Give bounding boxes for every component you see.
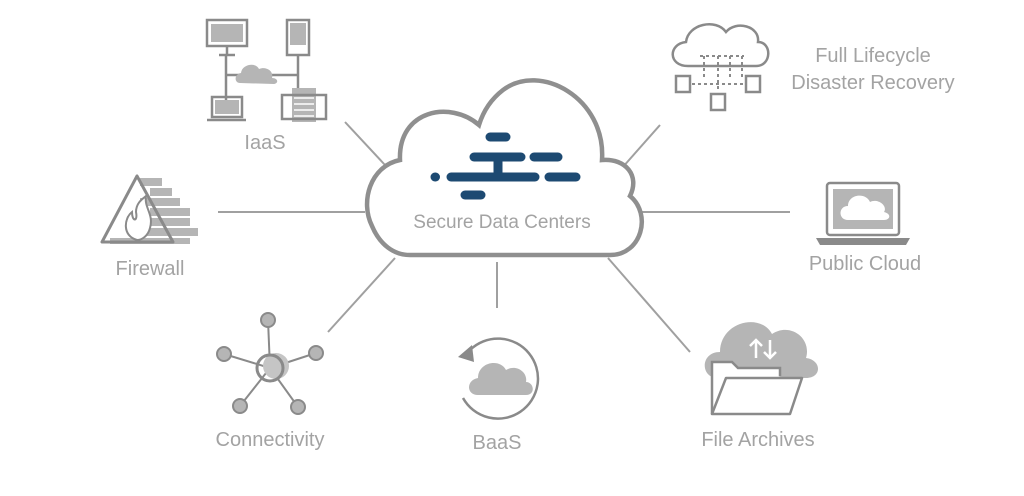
connector-file-archives bbox=[607, 257, 691, 353]
firewall-node: Firewall bbox=[100, 174, 198, 280]
firewall-icon bbox=[100, 174, 198, 244]
center-label: Secure Data Centers bbox=[413, 212, 590, 233]
disaster-recovery-node: Full Lifecycle Disaster Recovery bbox=[671, 23, 955, 112]
network-hub-icon bbox=[216, 312, 324, 415]
connectors bbox=[218, 121, 790, 353]
connector-connectivity bbox=[327, 257, 396, 333]
backup-cloud-icon bbox=[458, 337, 540, 420]
cloud-outline-icon bbox=[364, 78, 645, 258]
connectivity-node: Connectivity bbox=[216, 312, 325, 451]
firewall-label: Firewall bbox=[116, 258, 185, 280]
cloud-folder-icon bbox=[704, 322, 818, 416]
iaas-node: IaaS bbox=[205, 18, 328, 154]
disaster-recovery-label-line1: Full Lifecycle bbox=[815, 45, 931, 67]
baas-label: BaaS bbox=[473, 432, 522, 454]
file-archives-node: File Archives bbox=[701, 322, 818, 451]
cloud-distribution-icon bbox=[671, 23, 770, 112]
connector-disaster-recovery bbox=[621, 124, 661, 169]
network-infrastructure-icon bbox=[205, 18, 328, 122]
public-cloud-label: Public Cloud bbox=[809, 253, 921, 275]
disaster-recovery-label-line2: Disaster Recovery bbox=[791, 72, 954, 94]
public-cloud-node: Public Cloud bbox=[809, 181, 921, 275]
connectivity-label: Connectivity bbox=[216, 429, 325, 451]
file-archives-label: File Archives bbox=[701, 429, 814, 451]
laptop-cloud-icon bbox=[816, 181, 910, 245]
connector-iaas bbox=[344, 121, 386, 166]
data-center-logo-icon bbox=[430, 132, 581, 200]
center-cloud: Secure Data Centers bbox=[364, 78, 645, 258]
baas-node: BaaS bbox=[458, 337, 540, 454]
iaas-label: IaaS bbox=[244, 132, 285, 154]
